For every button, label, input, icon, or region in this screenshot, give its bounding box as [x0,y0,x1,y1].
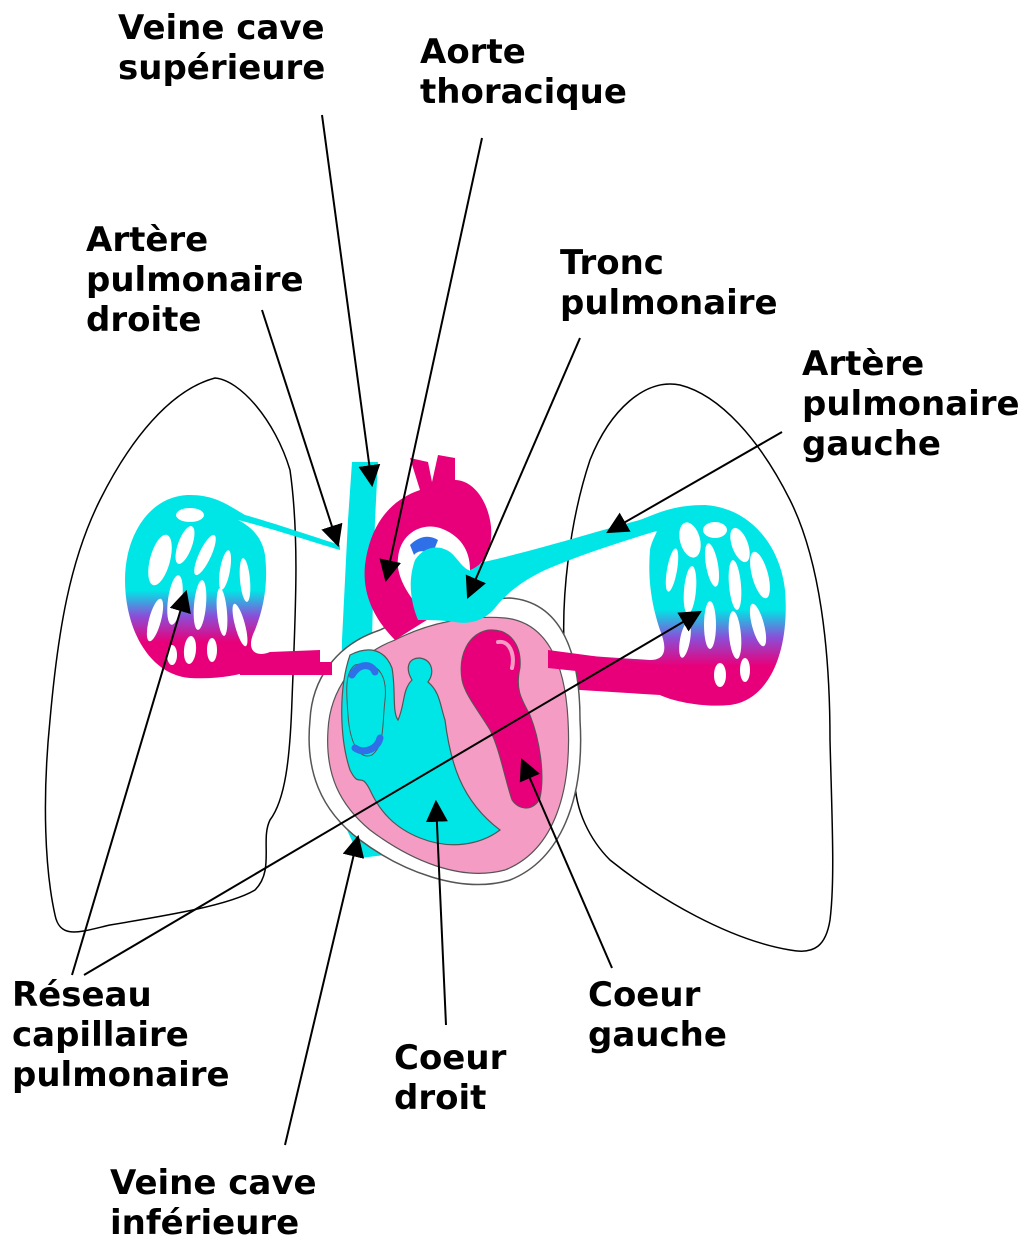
label-line: Réseau [12,975,230,1015]
leader-artere-droite [262,310,338,545]
label-line: droit [394,1078,506,1118]
label-line: Veine cave [118,8,325,48]
label-artere-pulmonaire-gauche: Artère pulmonaire gauche [802,344,1020,464]
label-reseau-capillaire-pulmonaire: Réseau capillaire pulmonaire [12,975,230,1095]
label-tronc-pulmonaire: Tronc pulmonaire [560,243,778,323]
label-line: pulmonaire [86,260,304,300]
label-veine-cave-inferieure: Veine cave inférieure [110,1163,317,1243]
label-line: pulmonaire [802,384,1020,424]
label-line: Coeur [394,1038,506,1078]
label-aorte-thoracique: Aorte thoracique [420,32,627,112]
right-capillary-network [125,495,340,678]
label-line: pulmonaire [12,1055,230,1095]
leader-veine-cave-sup [322,115,372,485]
label-line: droite [86,300,304,340]
leader-veine-cave-inf [285,837,358,1145]
right-pulmonary-vein [240,662,332,675]
label-line: thoracique [420,72,627,112]
label-line: capillaire [12,1015,230,1055]
label-line: Veine cave [110,1163,317,1203]
leader-reseau-1 [72,592,186,975]
label-line: supérieure [118,48,325,88]
label-line: pulmonaire [560,283,778,323]
label-veine-cave-superieure: Veine cave supérieure [118,8,325,88]
label-coeur-gauche: Coeur gauche [588,975,727,1055]
label-line: Aorte [420,32,627,72]
label-line: Tronc [560,243,778,283]
label-line: Coeur [588,975,727,1015]
label-line: inférieure [110,1203,317,1243]
label-artere-pulmonaire-droite: Artère pulmonaire droite [86,220,304,340]
label-coeur-droit: Coeur droit [394,1038,506,1118]
label-line: gauche [802,424,1020,464]
label-line: gauche [588,1015,727,1055]
label-line: Artère [802,344,1020,384]
label-line: Artère [86,220,304,260]
